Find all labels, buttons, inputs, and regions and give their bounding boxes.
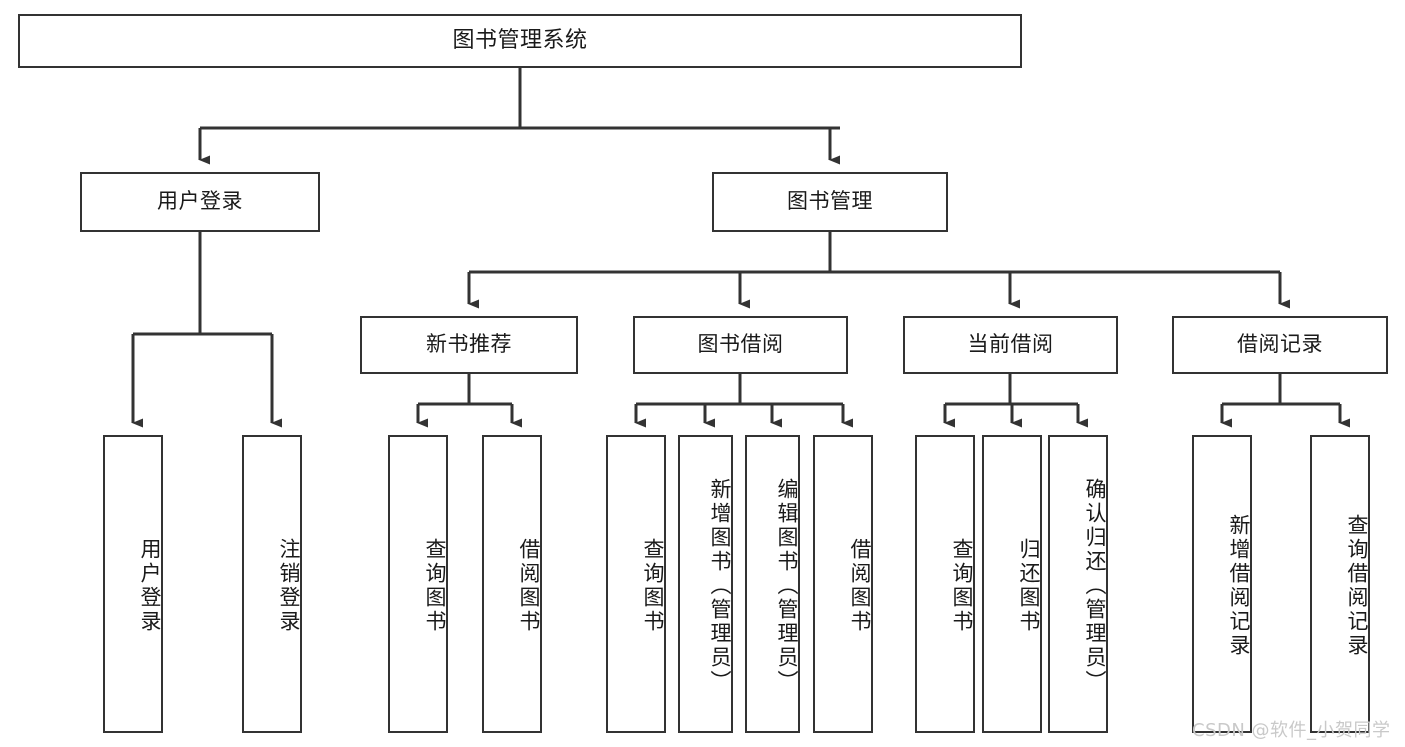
leaf-query-book-from-borrow[interactable]: 查询图书 (606, 435, 666, 733)
leaf-return-book[interactable]: 归还图书 (982, 435, 1042, 733)
node-label: 用户登录 (157, 189, 243, 214)
connector-book-borrow-to-leaves (634, 374, 853, 428)
node-label: 图书管理 (787, 189, 873, 214)
node-label: 借阅记录 (1237, 332, 1323, 357)
node-label: 当前借阅 (967, 332, 1054, 357)
leaf-query-book-from-recommend[interactable]: 查询图书 (388, 435, 448, 733)
node-borrow-record[interactable]: 借阅记录 (1172, 316, 1388, 374)
node-new-book-recommend[interactable]: 新书推荐 (360, 316, 578, 374)
leaf-borrow-book-from-borrow[interactable]: 借阅图书 (813, 435, 873, 733)
node-book-borrow[interactable]: 图书借阅 (633, 316, 848, 374)
node-book-management[interactable]: 图书管理 (712, 172, 948, 232)
node-label: 图书借阅 (697, 332, 784, 357)
connector-current-borrow-to-leaves (943, 374, 1088, 428)
leaf-borrow-book-from-recommend[interactable]: 借阅图书 (482, 435, 542, 733)
node-current-borrow[interactable]: 当前借阅 (903, 316, 1118, 374)
leaf-logout[interactable]: 注销登录 (242, 435, 302, 733)
node-user-login[interactable]: 用户登录 (80, 172, 320, 232)
connector-root-to-level2 (198, 68, 840, 165)
leaf-edit-book-admin[interactable]: 编辑图书（管理员） (745, 435, 800, 733)
node-root-system[interactable]: 图书管理系统 (18, 14, 1022, 68)
leaf-add-borrow-record[interactable]: 新增借阅记录 (1192, 435, 1252, 733)
connector-borrow-record-to-leaves (1220, 374, 1350, 428)
connector-book-manage-to-level3 (467, 232, 1290, 309)
node-label: 图书管理系统 (452, 27, 588, 53)
leaf-query-book-from-current[interactable]: 查询图书 (915, 435, 975, 733)
leaf-add-book-admin[interactable]: 新增图书（管理员） (678, 435, 733, 733)
connector-new-book-rec-to-leaves (416, 374, 522, 428)
leaf-query-borrow-record[interactable]: 查询借阅记录 (1310, 435, 1370, 733)
connector-user-login-to-leaves (131, 232, 282, 428)
node-label: 新书推荐 (426, 332, 512, 357)
leaf-confirm-return-admin[interactable]: 确认归还（管理员） (1048, 435, 1108, 733)
leaf-user-login[interactable]: 用户登录 (103, 435, 163, 733)
